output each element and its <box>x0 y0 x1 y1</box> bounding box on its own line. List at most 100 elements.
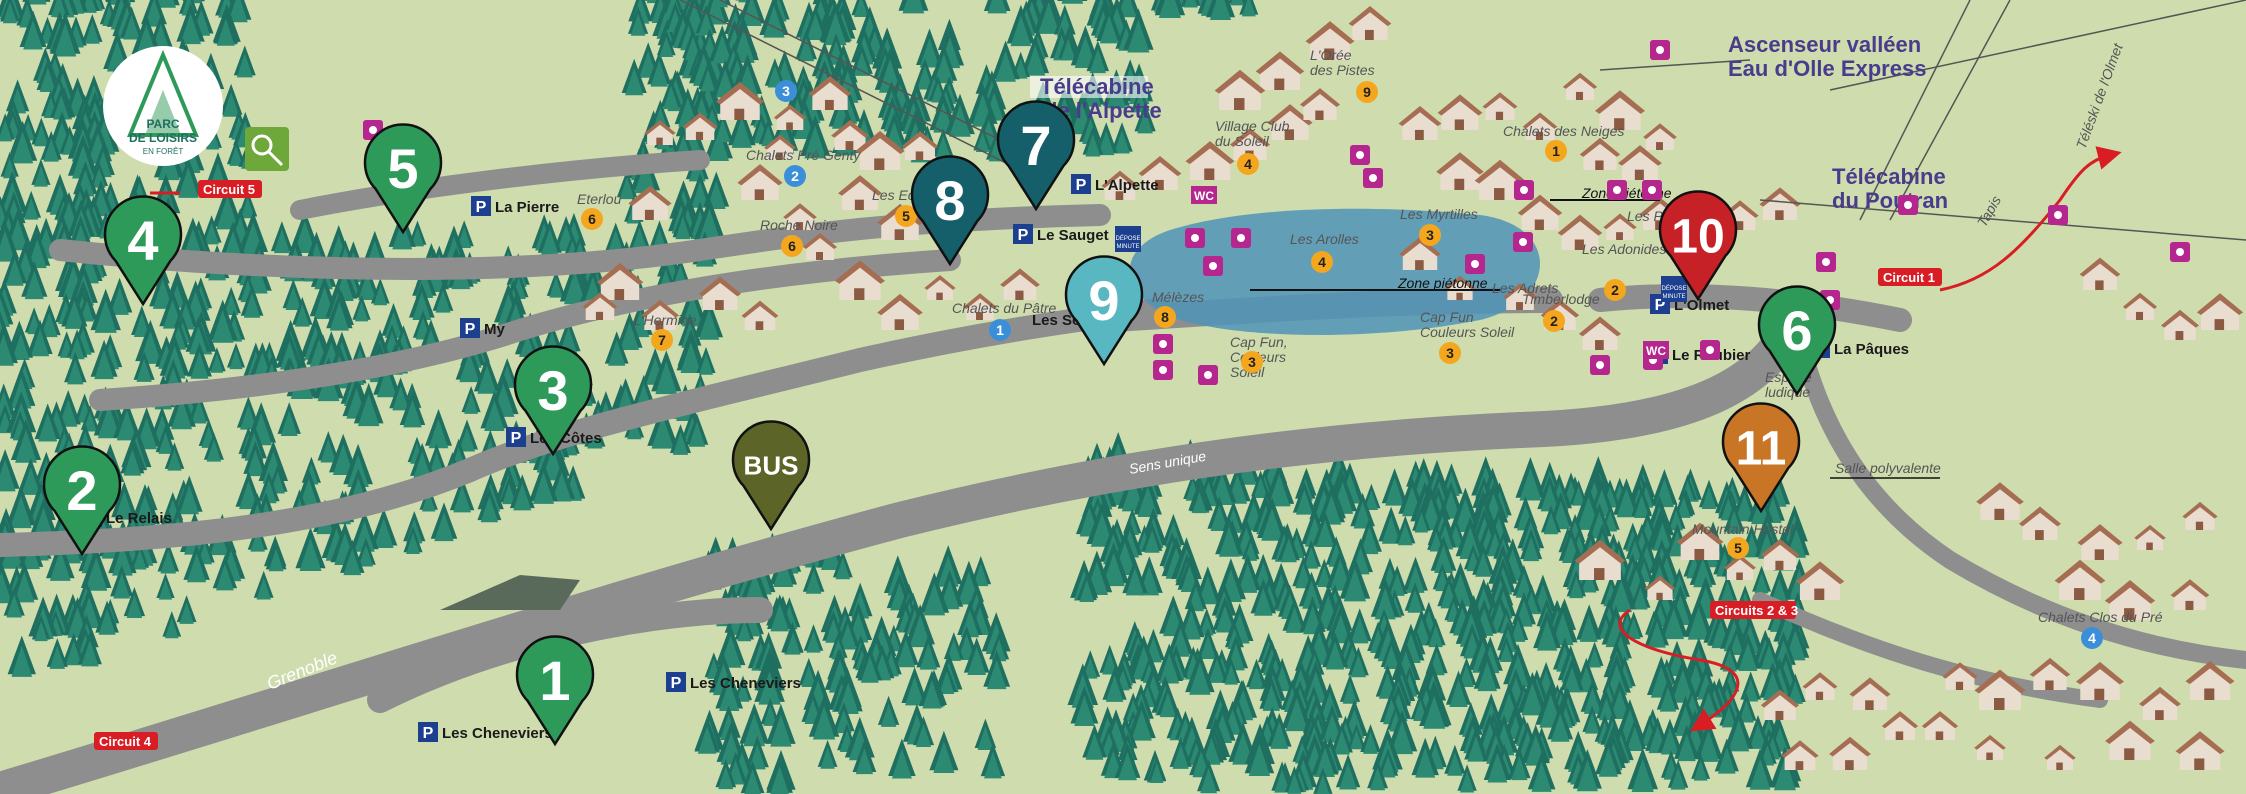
activity-icon[interactable] <box>1231 228 1251 248</box>
pin-bus[interactable]: BUS <box>731 420 811 532</box>
pin-label: 8 <box>934 169 965 232</box>
place-roche-noire: Roche Noire <box>760 217 838 233</box>
parking-p-glyph: P <box>1076 177 1087 194</box>
badge-b3[interactable]: 3 <box>1439 342 1461 364</box>
pin-4[interactable]: 4 <box>103 195 183 307</box>
activity-icon[interactable] <box>1465 254 1485 274</box>
activity-icon[interactable] <box>1513 232 1533 252</box>
place-les-adonides: Les Adonides <box>1582 241 1666 257</box>
pin-1[interactable]: 1 <box>515 635 595 747</box>
activity-icon[interactable] <box>1198 365 1218 385</box>
badge-b9[interactable]: 9 <box>1356 81 1378 103</box>
activity-icon[interactable] <box>2048 205 2068 225</box>
circuit-label: Circuit 1 <box>1883 270 1935 285</box>
badge-b6[interactable]: 6 <box>781 235 803 257</box>
pin-label: 7 <box>1020 114 1051 177</box>
parking-p-glyph: P <box>1655 297 1666 314</box>
pin-shape <box>103 195 183 307</box>
badge-b4[interactable]: 4 <box>1311 251 1333 273</box>
badge-b8[interactable]: 8 <box>1154 306 1176 328</box>
depose-minute-1[interactable]: DÉPOSE MINUTE <box>1115 226 1141 252</box>
badge-b2[interactable]: 2 <box>1543 310 1565 332</box>
pin-6[interactable]: 6 <box>1757 285 1837 397</box>
badge-number: 8 <box>1161 309 1169 325</box>
title-ascenseur[interactable]: Ascenseur valléen Eau d'Olle Express <box>1728 32 1926 81</box>
badge-b2[interactable]: 2 <box>1604 279 1626 301</box>
pin-7[interactable]: 7 <box>996 100 1076 212</box>
pin-3[interactable]: 3 <box>513 345 593 457</box>
circuit-tag-circuit-2-3[interactable]: Circuits 2 & 3 <box>1710 601 1798 619</box>
circuit-tag-circuit-1[interactable]: Circuit 1 <box>1878 268 1942 286</box>
badge-b5[interactable]: 5 <box>895 205 917 227</box>
activity-icon[interactable] <box>1153 360 1173 380</box>
badge-b1[interactable]: 1 <box>1545 140 1567 162</box>
circuit-tag-bg <box>94 732 158 750</box>
badge-b7[interactable]: 7 <box>651 329 673 351</box>
badge-number: 4 <box>2088 630 2096 646</box>
title-telecabine-alpette[interactable]: Télécabine de l'Alpette <box>1030 74 1162 123</box>
badge-circle <box>1545 140 1567 162</box>
activity-icon[interactable] <box>1700 340 1720 360</box>
activity-icon[interactable] <box>1514 180 1534 200</box>
pin-10[interactable]: 10 <box>1658 190 1738 302</box>
badge-number: 2 <box>1550 313 1558 329</box>
badge-b3[interactable]: 3 <box>1241 351 1263 373</box>
activity-icon[interactable] <box>1153 334 1173 354</box>
badge-number: 9 <box>1363 84 1371 100</box>
pin-2[interactable]: 2 <box>42 445 122 557</box>
parc-loisirs-logo[interactable]: PARC DE LOISIRS EN FORÊT <box>103 46 223 166</box>
wc-icon-1[interactable]: WC <box>1191 186 1217 204</box>
activity-icon-dot <box>1369 174 1377 182</box>
activity-icon-dot <box>2054 211 2062 219</box>
circuit-tag-circuit-4[interactable]: Circuit 4 <box>94 732 158 750</box>
badge-b4[interactable]: 4 <box>2081 627 2103 649</box>
parking-p-glyph: P <box>423 725 434 742</box>
pin-9[interactable]: 9 <box>1064 255 1144 367</box>
tennis-icon[interactable] <box>245 127 289 171</box>
badge-b1[interactable]: 1 <box>989 319 1011 341</box>
pin-5[interactable]: 5 <box>363 123 443 235</box>
title-telecabine-poutran[interactable]: Télécabine du Poutran <box>1832 164 1948 213</box>
activity-icon[interactable] <box>1363 168 1383 188</box>
circuit-label: Circuit 5 <box>203 182 255 197</box>
parking-icon <box>418 722 438 742</box>
circuit-tag-circuit-5[interactable]: Circuit 5 <box>198 180 262 198</box>
badge-b3[interactable]: 3 <box>1419 224 1441 246</box>
activity-icon[interactable] <box>1203 256 1223 276</box>
activity-icon[interactable] <box>1650 40 1670 60</box>
pin-label: 5 <box>387 137 418 200</box>
badge-b4[interactable]: 4 <box>1237 153 1259 175</box>
badge-b2[interactable]: 2 <box>784 165 806 187</box>
activity-icon[interactable] <box>1590 355 1610 375</box>
parking-icon <box>460 318 480 338</box>
place-cap-fun-1-0: Cap Fun <box>1420 309 1474 325</box>
activity-icon[interactable] <box>1607 180 1627 200</box>
activity-icon[interactable] <box>1185 228 1205 248</box>
pin-8[interactable]: 8 <box>910 155 990 267</box>
badge-b3[interactable]: 3 <box>775 80 797 102</box>
activity-icon[interactable] <box>2170 242 2190 262</box>
badge-b5[interactable]: 5 <box>1727 537 1749 559</box>
depose-minute-2[interactable]: DÉPOSE MINUTE <box>1661 276 1687 302</box>
pin-11[interactable]: 11 <box>1721 402 1801 514</box>
activity-icon[interactable] <box>1350 145 1370 165</box>
wc-icon-2[interactable]: WC <box>1643 341 1669 359</box>
activity-icon[interactable] <box>1642 180 1662 200</box>
activity-icon[interactable] <box>1898 195 1918 215</box>
circuit-tags: Circuit 5 Circuit 4 Circuit 1 Circuits 2 & … <box>94 180 1942 750</box>
badge-b6[interactable]: 6 <box>581 208 603 230</box>
badge-circle <box>775 80 797 102</box>
activity-icon[interactable] <box>1816 252 1836 272</box>
badge-number: 3 <box>1248 354 1256 370</box>
badge-circle <box>1727 537 1749 559</box>
activity-icon-dot <box>1237 234 1245 242</box>
